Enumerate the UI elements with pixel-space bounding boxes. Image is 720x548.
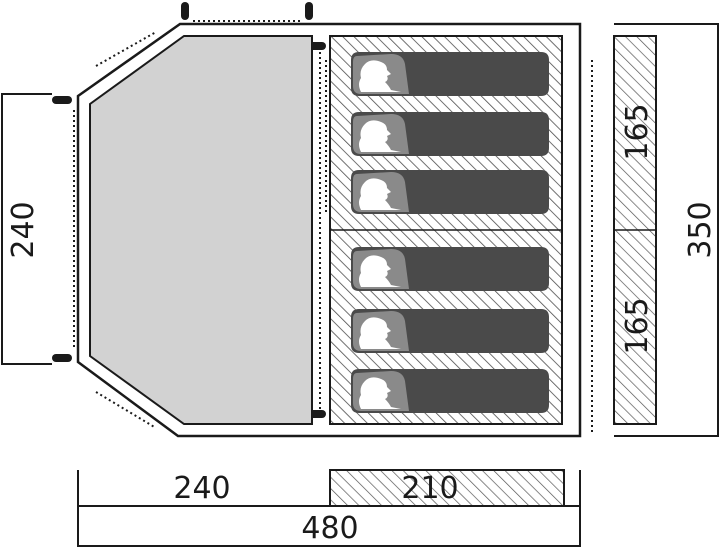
sleeping-bag [351,369,549,413]
dim-left-height: 240 [6,201,41,258]
total-height-bracket [614,23,719,437]
pole-markers-top [181,2,313,20]
dim-bedroom-height-top: 165 [620,103,655,160]
width-bars [77,469,581,547]
dim-total-height: 350 [683,201,718,258]
sleeping-bag [351,52,549,96]
dim-living-width: 240 [173,471,230,506]
sleeping-bag [351,170,549,214]
zipper-lines [73,20,593,432]
living-area [89,35,313,425]
left-height-bracket [1,93,52,365]
bedroom-area [329,35,563,425]
dim-bedroom-width: 210 [401,471,458,506]
dim-bedroom-height-bottom: 165 [620,297,655,354]
sleeping-bag [351,112,549,156]
bedroom-height-bar [613,35,657,425]
sleeping-bag [351,247,549,291]
dim-total-width: 480 [301,511,358,546]
sleeping-bag [351,309,549,353]
